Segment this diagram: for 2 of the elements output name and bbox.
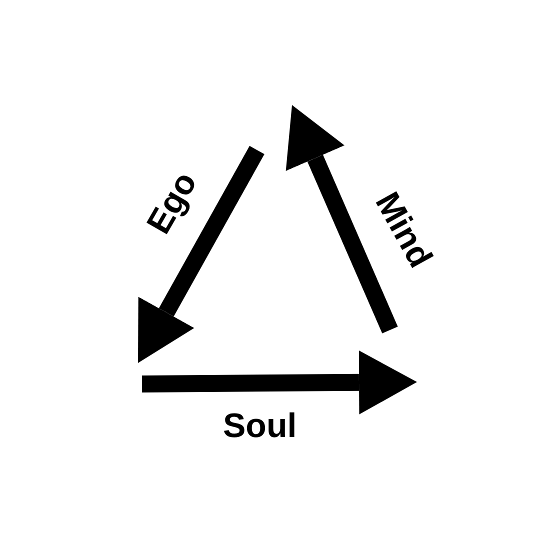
arrow-label: Mind <box>369 187 438 273</box>
arrow-label: Soul <box>223 409 297 443</box>
